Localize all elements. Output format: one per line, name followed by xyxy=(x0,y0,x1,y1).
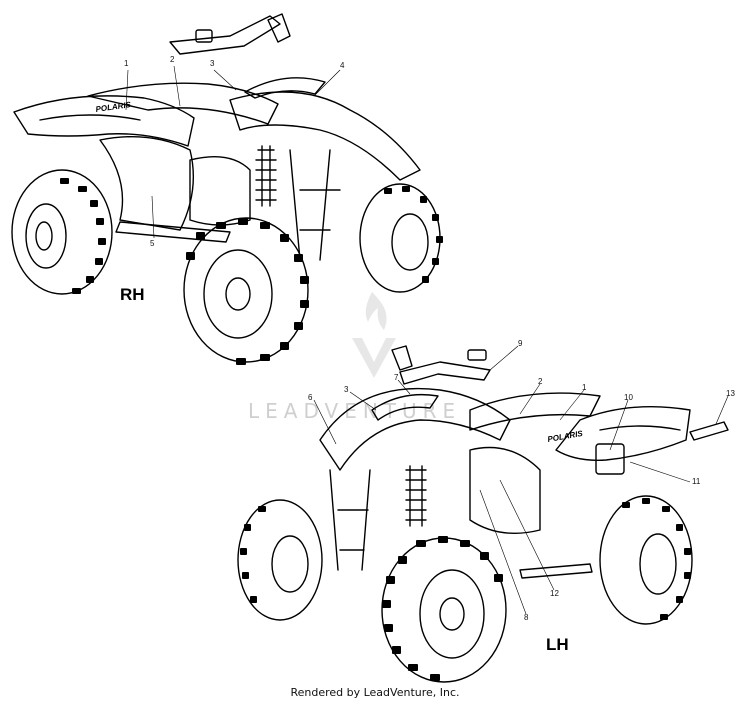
rh-rear-wheel xyxy=(11,169,113,295)
lh-view-label: LH xyxy=(546,635,569,654)
callout-label: 5 xyxy=(150,239,155,248)
rh-front-wheel-near xyxy=(183,217,309,365)
lh-front-wheel-far xyxy=(237,499,323,621)
callout-label: 13 xyxy=(726,389,735,398)
callout-label: 9 xyxy=(518,339,523,348)
lh-rear-wheel xyxy=(599,495,693,625)
callout-label: 2 xyxy=(170,55,175,64)
callout-label: 1 xyxy=(582,383,587,392)
rh-view-label: RH xyxy=(120,285,145,304)
callout-label: 8 xyxy=(524,613,529,622)
callout-label: 1 xyxy=(124,59,129,68)
lh-spring xyxy=(405,465,427,527)
callout-label: 3 xyxy=(210,59,215,68)
callout-label: 10 xyxy=(624,393,633,402)
watermark-logo-icon xyxy=(352,292,396,378)
callout-label: 6 xyxy=(308,393,313,402)
lh-leader-lines xyxy=(313,345,729,615)
lh-front-wheel-near xyxy=(381,536,507,683)
lh-callouts: 9 7 3 2 1 10 13 6 11 12 8 xyxy=(308,339,735,622)
watermark-text: LEADVENTURE xyxy=(248,399,461,423)
footer-credit: Rendered by LeadVenture, Inc. xyxy=(290,686,460,699)
lh-polaris-decal: POLARIS xyxy=(547,429,584,444)
callout-label: 4 xyxy=(340,61,345,70)
callout-label: 11 xyxy=(692,477,701,486)
rh-leader-lines xyxy=(125,65,341,239)
callout-label: 7 xyxy=(394,373,399,382)
atv-lh-view: POLARIS 9 7 3 2 1 10 13 6 11 12 8 xyxy=(237,339,735,683)
callout-label: 3 xyxy=(344,385,349,394)
callout-label: 12 xyxy=(550,589,559,598)
rh-spring xyxy=(255,145,277,207)
watermark: LEADVENTURE xyxy=(248,292,461,423)
callout-label: 2 xyxy=(538,377,543,386)
rh-callouts: 1 2 3 4 5 xyxy=(124,55,345,248)
atv-rh-view: POLARIS 1 2 3 4 5 RH xyxy=(11,13,443,365)
rh-front-wheel-far xyxy=(359,183,443,293)
